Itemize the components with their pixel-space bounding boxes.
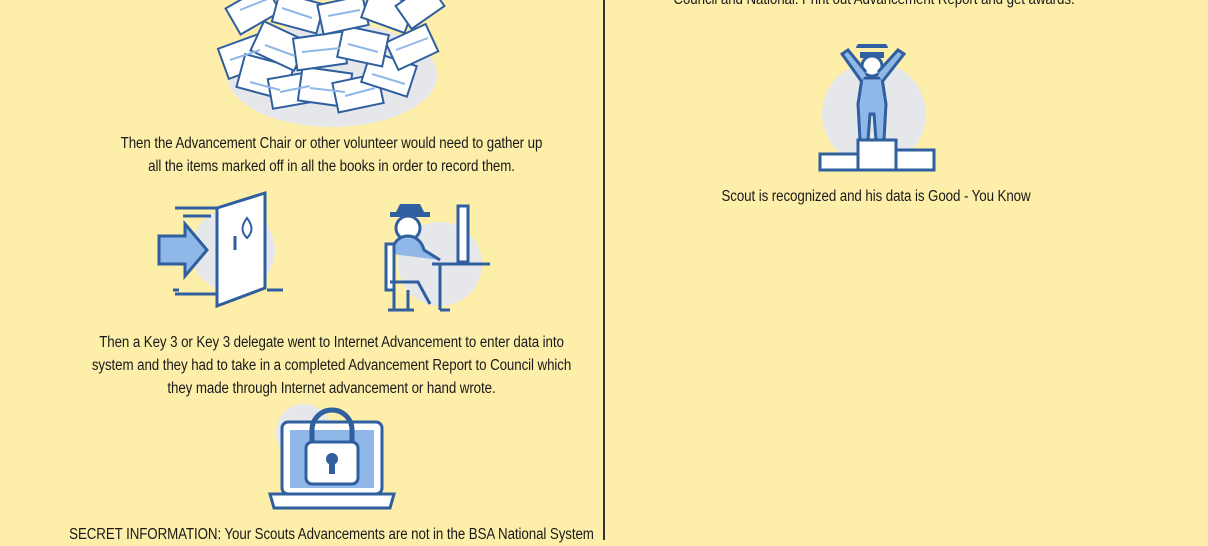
scout-podium-icon: [812, 44, 940, 172]
caption-secret: SECRET INFORMATION: Your Scouts Advancem…: [64, 523, 600, 546]
books-pile-icon: [200, 0, 465, 132]
caption-secret-line: SECRET INFORMATION: Your Scouts Advancem…: [69, 526, 594, 543]
caption-books-line-1: Then the Advancement Chair or other volu…: [120, 135, 543, 152]
caption-internet-line-2: system and they had to take in a complet…: [91, 357, 572, 374]
caption-scout: Scout is recognized and his data is Good…: [656, 185, 1096, 208]
scout-at-computer-icon: [378, 198, 496, 316]
caption-internet: Then a Key 3 or Key 3 delegate went to I…: [72, 331, 591, 400]
column-divider: [603, 0, 605, 540]
caption-top-right-line: Council and National. Print out Advancem…: [638, 0, 1109, 11]
laptop-lock-icon: [266, 402, 398, 514]
caption-internet-line-1: Then a Key 3 or Key 3 delegate went to I…: [99, 334, 564, 351]
caption-top-right: Council and National. Print out Advancem…: [638, 0, 1109, 11]
caption-scout-line: Scout is recognized and his data is Good…: [721, 188, 1031, 205]
caption-books: Then the Advancement Chair or other volu…: [81, 132, 582, 178]
caption-books-line-2: all the items marked off in all the book…: [148, 158, 515, 175]
caption-internet-line-3: they made through Internet advancement o…: [167, 380, 496, 397]
door-enter-icon: [155, 188, 285, 310]
